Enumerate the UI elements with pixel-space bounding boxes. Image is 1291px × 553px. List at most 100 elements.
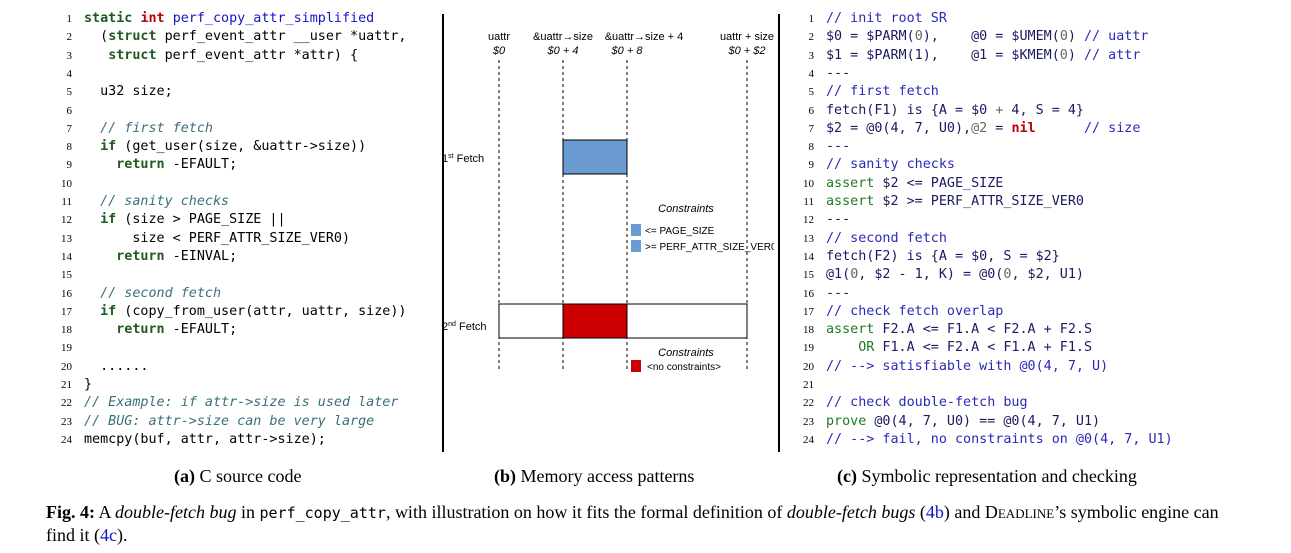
ref-4c-link[interactable]: 4c: [100, 525, 117, 545]
line-number: 10: [803, 177, 814, 190]
code-text: fetch(F2) is {A = $0, S = $2}: [826, 248, 1060, 264]
constraints1-title: Constraints: [658, 203, 714, 215]
line-number: 14: [803, 250, 814, 263]
col-label-uattr: uattr: [488, 31, 510, 43]
line-number: 6: [66, 104, 73, 117]
line-number: 15: [61, 269, 72, 282]
constraint1-text: <= PAGE_SIZE: [645, 226, 715, 237]
code-text: struct perf_event_attr *attr) {: [108, 47, 359, 63]
line-number: 9: [808, 159, 815, 172]
code-text: // init root SR: [826, 11, 947, 26]
line-number: 20: [61, 360, 72, 373]
ref-4b-link[interactable]: 4b: [925, 502, 944, 522]
line-number: 7: [808, 122, 815, 135]
line-number: 4: [66, 67, 73, 80]
line-number: 24: [803, 433, 814, 446]
line-number: 3: [66, 49, 73, 62]
code-text: assert $2 >= PERF_ATTR_SIZE_VER0: [826, 194, 1084, 209]
line-number: 12: [803, 214, 814, 227]
code-text: return -EFAULT;: [84, 322, 238, 338]
line-number: 14: [61, 250, 72, 263]
code-text: // second fetch: [826, 230, 947, 246]
code-text: if (get_user(size, &uattr->size)): [84, 139, 367, 155]
line-number: 22: [803, 397, 814, 410]
code-text: $0 = $PARM(0), @0 = $UMEM(0) // uattr: [826, 29, 1149, 45]
code-text: // sanity checks: [826, 157, 955, 173]
caption-c: (c) Symbolic representation and checking: [837, 466, 1137, 486]
code-text: OR F1.A <= F2.A < F1.A + F1.S: [858, 340, 1093, 356]
caption-b: (b) Memory access patterns: [494, 466, 695, 486]
fetch1-label: 1st Fetch: [444, 153, 484, 165]
code-text: // --> satisfiable with @0(4, 7, U): [826, 358, 1109, 374]
line-number: 19: [61, 342, 72, 355]
line-number: 9: [66, 159, 73, 172]
line-number: 2: [808, 31, 815, 44]
line-number: 7: [66, 122, 73, 135]
line-number: 8: [66, 141, 73, 154]
figure-caption: Fig. 4: A double-fetch bug in perf_copy_…: [46, 502, 1219, 545]
code-text: fetch(F1) is {A = $0 + 4, S = 4}: [826, 102, 1084, 118]
code-text: if (copy_from_user(attr, uattr, size)): [84, 303, 407, 319]
code-text: return -EFAULT;: [84, 157, 238, 173]
col-label-size4: &uattr→size + 4: [605, 31, 684, 43]
fetch2-block-overlap: [562, 303, 628, 339]
line-number: 4: [808, 67, 815, 80]
code-text: ......: [84, 358, 149, 374]
code-text: ---: [826, 65, 851, 81]
line-number: 17: [61, 305, 72, 318]
line-number: 22: [61, 397, 72, 410]
line-number: 2: [66, 31, 73, 44]
line-number: 19: [803, 342, 814, 355]
line-number: 18: [803, 324, 814, 337]
line-number: 24: [61, 433, 72, 446]
code-text: // --> fail, no constraints on @0(4, 7, …: [826, 431, 1173, 447]
code-text: assert F2.A <= F1.A < F2.A + F2.S: [826, 322, 1093, 338]
line-number: 3: [808, 49, 815, 62]
line-number: 10: [61, 177, 72, 190]
code-text: // first fetch: [826, 84, 939, 100]
fetch2-label: 2nd Fetch: [444, 321, 487, 333]
line-number: 11: [61, 196, 72, 208]
code-text: memcpy(buf, attr, attr->size);: [84, 431, 326, 447]
line-number: 15: [803, 269, 814, 282]
line-number: 13: [61, 232, 72, 245]
code-text: u32 size;: [84, 84, 173, 100]
code-text: // sanity checks: [84, 194, 230, 209]
code-text: // Example: if attr->size is used later: [84, 395, 399, 411]
constraint1-swatch: [631, 224, 641, 236]
col-label-end: uattr + size: [720, 31, 774, 43]
col-sub-uattr: $0: [492, 45, 506, 57]
code-text: // check fetch overlap: [826, 303, 1004, 319]
line-number: 13: [803, 232, 814, 245]
line-number: 1: [808, 13, 815, 25]
constraint2-swatch: [631, 240, 641, 252]
line-number: 21: [803, 379, 814, 391]
caption-a: (a) C source code: [174, 466, 302, 486]
col-sub-size: $0 + 4: [547, 45, 579, 57]
code-text: if (size > PAGE_SIZE ||: [84, 212, 286, 228]
line-number: 11: [803, 196, 814, 208]
code-text: prove @0(4, 7, U0) == @0(4, 7, U1): [826, 413, 1101, 429]
code-text: // first fetch: [84, 120, 213, 136]
code-text: // second fetch: [84, 285, 222, 301]
code-text: size < PERF_ATTR_SIZE_VER0): [84, 230, 351, 246]
constraint3-swatch: [631, 360, 641, 372]
line-number: 5: [808, 86, 815, 99]
code-text: ---: [826, 212, 851, 228]
constraint2-text: >= PERF_ATTR_SIZE_VER0: [645, 242, 774, 253]
divider-right: [778, 14, 780, 452]
divider-left: [442, 14, 444, 452]
code-text: ---: [826, 285, 851, 301]
constraints2-title: Constraints: [658, 347, 714, 359]
line-number: 18: [61, 324, 72, 337]
line-number: 16: [803, 287, 814, 300]
fetch1-block: [562, 139, 628, 175]
line-number: 5: [66, 86, 73, 99]
code-text: // BUG: attr->size can be very large: [84, 413, 375, 429]
code-text: ---: [826, 139, 851, 155]
col-sub-size4: $0 + 8: [611, 45, 644, 57]
code-text: // check double-fetch bug: [826, 395, 1028, 411]
col-sub-end: $0 + $2: [727, 45, 765, 57]
code-text: }: [84, 377, 93, 392]
code-text: assert $2 <= PAGE_SIZE: [826, 175, 1004, 191]
